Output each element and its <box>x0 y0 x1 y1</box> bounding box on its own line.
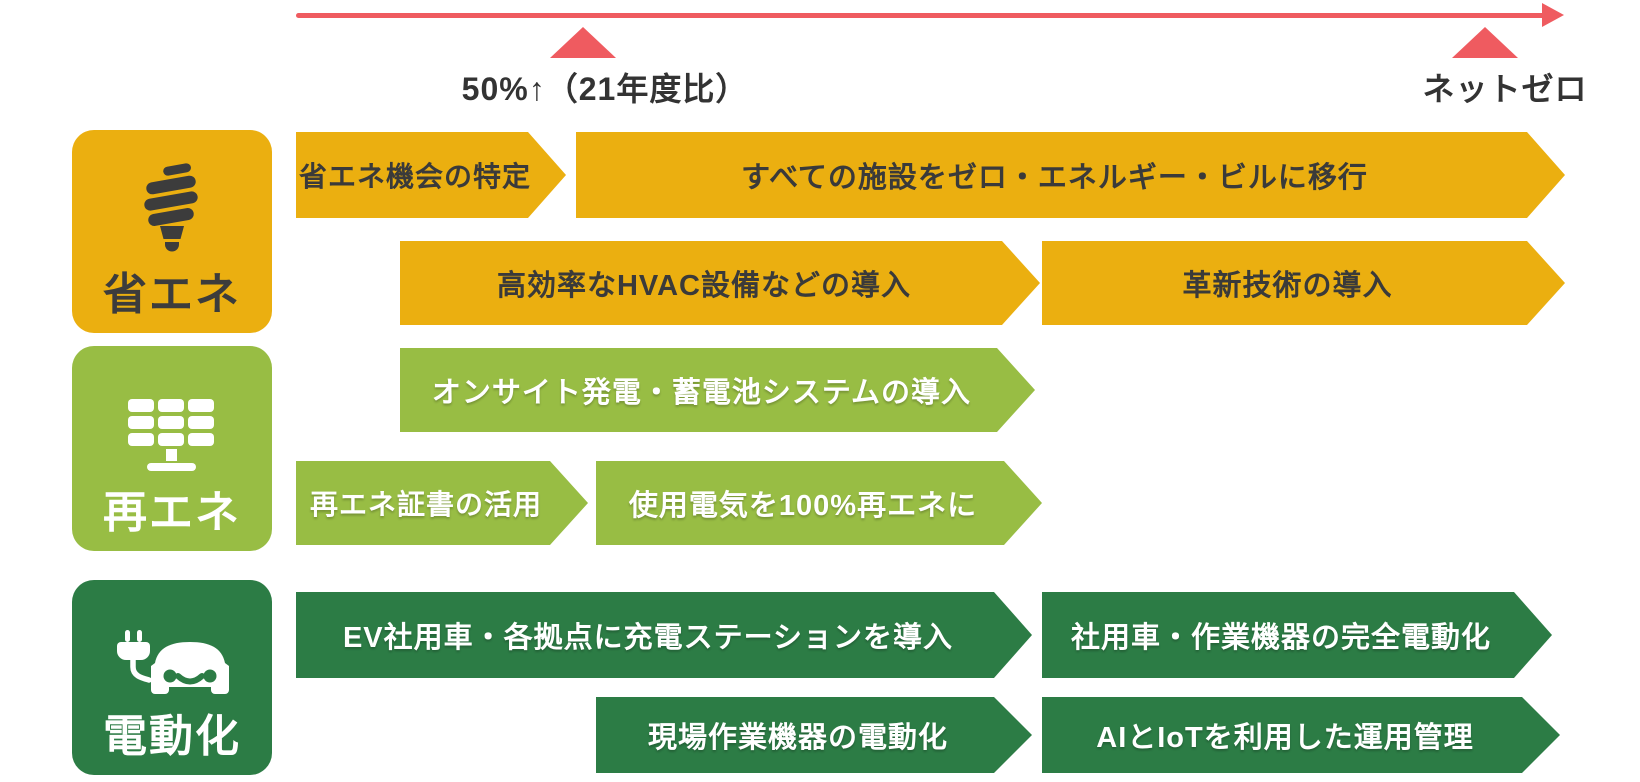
category-label: 電動化 <box>103 712 241 761</box>
roadmap-bar-ev-charging-stations: EV社用車・各拠点に充電ステーションを導入 <box>296 592 1032 678</box>
bar-label: 省エネ機会の特定 <box>299 161 532 192</box>
arrowhead-icon <box>1542 3 1564 27</box>
bar-label: 再エネ証書の活用 <box>309 489 542 520</box>
bar-label: すべての施設をゼロ・エネルギー・ビルに移行 <box>741 162 1368 194</box>
roadmap-bar-ai-iot-management: AIとIoTを利用した運用管理 <box>1042 697 1560 773</box>
bar-label: 高効率なHVAC設備などの導入 <box>496 270 912 302</box>
bar-label: 革新技術の導入 <box>1182 270 1393 302</box>
cfl-bulb-icon <box>133 163 211 259</box>
bar-label: オンサイト発電・蓄電池システムの導入 <box>431 377 972 409</box>
roadmap-bar-full-electrification: 社用車・作業機器の完全電動化 <box>1042 592 1552 678</box>
roadmap-bar-100-percent-renewable: 使用電気を100%再エネに <box>596 461 1042 545</box>
category-label: 省エネ <box>103 270 241 319</box>
roadmap-bar-hvac: 高効率なHVAC設備などの導入 <box>400 241 1040 325</box>
bar-label: 使用電気を100%再エネに <box>628 490 978 522</box>
category-label: 再エネ <box>103 488 241 537</box>
bar-label: 現場作業機器の電動化 <box>647 722 948 754</box>
milestone-label-50-percent: 50%↑（21年度比） <box>461 71 749 107</box>
category-card-energy-saving: 省エネ <box>72 130 272 333</box>
bar-label: EV社用車・各拠点に充電ステーションを導入 <box>342 622 954 654</box>
roadmap-bar-innovative-tech: 革新技術の導入 <box>1042 241 1565 325</box>
milestone-label-netzero: ネットゼロ <box>1422 71 1588 107</box>
bar-label: 社用車・作業機器の完全電動化 <box>1070 622 1491 654</box>
milestone-triangle-marker-icon <box>1452 27 1518 58</box>
roadmap-bar-identify-energy-saving: 省エネ機会の特定 <box>296 132 566 218</box>
bar-label: AIとIoTを利用した運用管理 <box>1096 722 1474 754</box>
category-card-renewables: 再エネ <box>72 346 272 551</box>
milestone-triangle-marker-icon <box>550 27 616 58</box>
timeline-arrow-line <box>296 13 1548 18</box>
roadmap-bar-zero-energy-buildings: すべての施設をゼロ・エネルギー・ビルに移行 <box>576 132 1565 218</box>
solar-panel-icon <box>120 397 224 477</box>
ev-car-plug-icon <box>111 629 233 701</box>
roadmap-bar-onsite-generation: オンサイト発電・蓄電池システムの導入 <box>400 348 1035 432</box>
category-card-electrification: 電動化 <box>72 580 272 775</box>
roadmap-bar-field-equipment: 現場作業機器の電動化 <box>596 697 1032 773</box>
roadmap-bar-certificates: 再エネ証書の活用 <box>296 461 588 545</box>
